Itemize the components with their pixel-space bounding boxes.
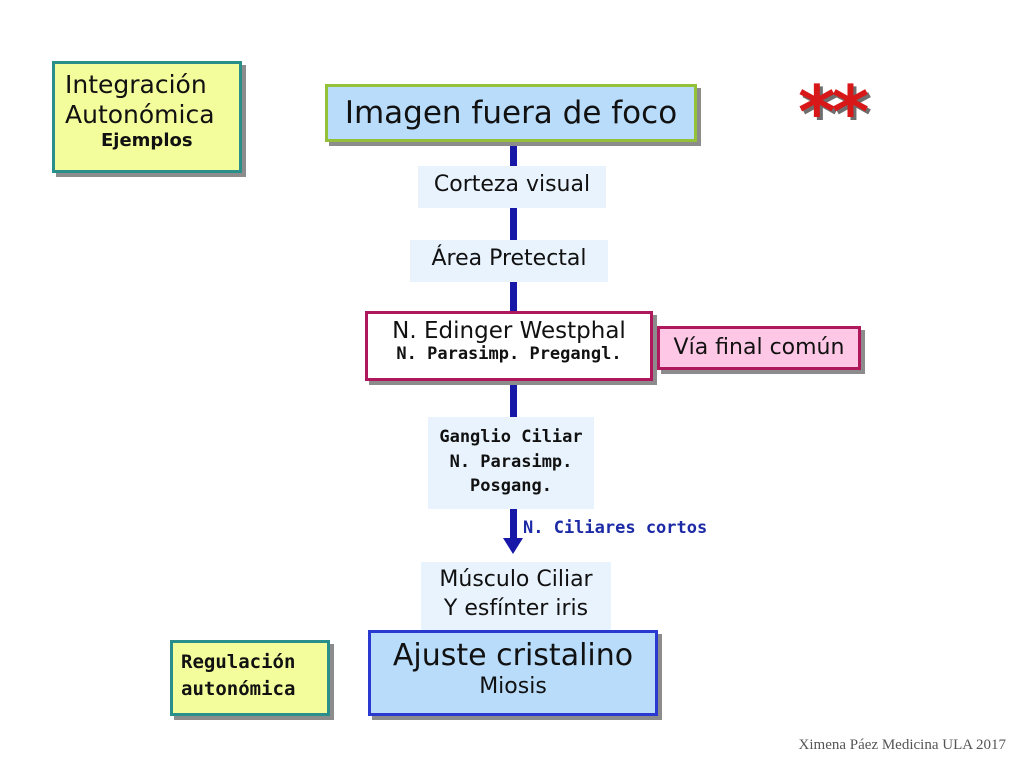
integracion-line3: Ejemplos <box>101 130 193 151</box>
musculo-line1: Músculo Ciliar <box>439 567 593 592</box>
flow-arrowhead-icon <box>503 538 523 554</box>
step-corteza-visual: Corteza visual <box>418 166 606 208</box>
ajuste-line1: Ajuste cristalino <box>392 638 634 673</box>
regulacion-autonomica-box: Regulación autonómica <box>170 640 330 716</box>
step-musculo-ciliar: Músculo Ciliar Y esfínter iris <box>421 562 611 630</box>
ajuste-cristalino-box: Ajuste cristalino Miosis <box>368 630 658 716</box>
ganglio-line2: N. Parasimp. <box>449 451 573 472</box>
integracion-line2: Autonómica <box>65 100 215 129</box>
nervios-ciliares-label: N. Ciliares cortos <box>523 518 708 538</box>
musculo-line2: Y esfínter iris <box>443 595 589 621</box>
step-edinger-westphal: N. Edinger Westphal N. Parasimp. Pregang… <box>365 311 653 381</box>
author-credit: Ximena Páez Medicina ULA 2017 <box>798 737 1006 753</box>
ajuste-line2: Miosis <box>479 673 547 699</box>
integracion-line1: Integración <box>65 70 207 99</box>
via-final-comun-box: Vía final común <box>657 326 861 370</box>
ganglio-line1: Ganglio Ciliar <box>439 427 583 447</box>
integracion-autonomica-box: Integración Autonómica Ejemplos <box>52 61 242 173</box>
title-box: Imagen fuera de foco <box>325 84 697 142</box>
step-area-pretectal: Área Pretectal <box>410 240 608 282</box>
edinger-line1: N. Edinger Westphal <box>392 318 626 344</box>
ganglio-line3: Posgang. <box>470 476 552 497</box>
regulacion-line2: autonómica <box>181 677 296 700</box>
edinger-line2: N. Parasimp. Pregangl. <box>396 344 622 364</box>
step-ganglio-ciliar: Ganglio Ciliar N. Parasimp. Posgang. <box>428 417 594 509</box>
stars-mark: ** <box>798 70 869 154</box>
regulacion-line1: Regulación <box>181 651 296 673</box>
